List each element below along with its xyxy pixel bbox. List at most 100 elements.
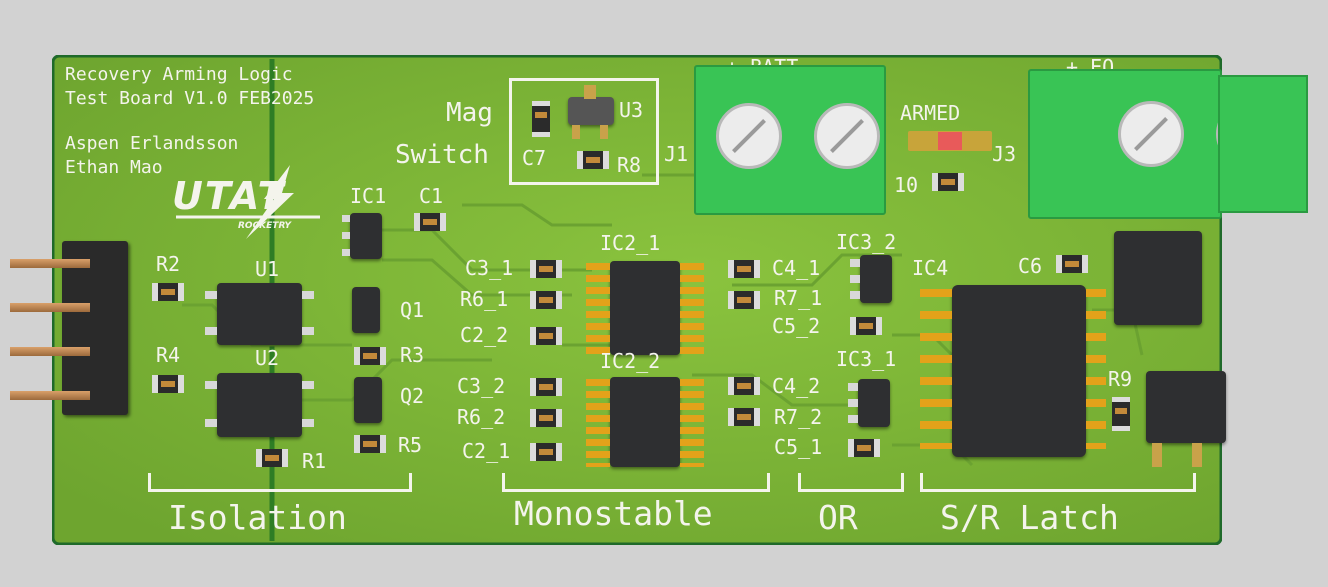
resistor-r7-2[interactable] (728, 408, 760, 426)
transistor-q1[interactable] (352, 287, 380, 333)
capacitor-c3-1[interactable] (530, 260, 562, 278)
ic2-2-chip[interactable] (610, 377, 680, 467)
pcb-board: Recovery Arming Logic Test Board V1.0 FE… (10, 55, 1308, 545)
isolation-bracket (148, 473, 412, 492)
mag-switch-outline (509, 78, 659, 185)
capacitor-c7[interactable] (532, 101, 550, 137)
resistor-r1[interactable] (256, 449, 288, 467)
c3-1-label: C3_1 (465, 256, 514, 280)
c4-1-label: C4_1 (772, 256, 821, 280)
capacitor-c2-1[interactable] (530, 443, 562, 461)
header-pin-3[interactable] (10, 347, 90, 356)
monostable-bracket (502, 473, 770, 492)
r3-label: R3 (400, 343, 425, 367)
ic3-2-label: IC3_2 (836, 230, 897, 254)
terminal-block-j3[interactable] (1028, 69, 1282, 219)
resistor-r6-2[interactable] (530, 409, 562, 427)
resistor-r6-1[interactable] (530, 291, 562, 309)
resistor-r5[interactable] (354, 435, 386, 453)
pin-header[interactable] (62, 241, 128, 415)
author-1: Aspen Erlandsson (65, 133, 239, 154)
section-or: OR (818, 498, 858, 537)
mag-label: Mag (446, 98, 493, 128)
r7-1-label: R7_1 (774, 286, 823, 310)
board-title-line2: Test Board V1.0 FEB2025 (65, 88, 315, 109)
ic2-1-chip[interactable] (610, 261, 680, 355)
q1-label: Q1 (400, 298, 425, 322)
capacitor-c3-2[interactable] (530, 378, 562, 396)
u2-label: U2 (255, 346, 280, 370)
board-title-line1: Recovery Arming Logic (65, 64, 293, 85)
r6-2-label: R6_2 (457, 405, 506, 429)
c4-2-label: C4_2 (772, 374, 821, 398)
c7-label: C7 (522, 146, 547, 170)
capacitor-c5-1[interactable] (848, 439, 880, 457)
optocoupler-u1[interactable] (217, 283, 302, 345)
j1-label: J1 (664, 142, 689, 166)
r5-label: R5 (398, 433, 423, 457)
j3-label: J3 (992, 142, 1017, 166)
resistor-r7-1[interactable] (728, 291, 760, 309)
c2-2-label: C2_2 (460, 323, 509, 347)
header-pin-2[interactable] (10, 303, 90, 312)
capacitor-c1[interactable] (414, 213, 446, 231)
u3-label: U3 (619, 98, 644, 122)
ic1-chip[interactable] (350, 213, 382, 259)
capacitor-c4-1[interactable] (728, 260, 760, 278)
header-pin-4[interactable] (10, 391, 90, 400)
section-isolation: Isolation (168, 498, 347, 537)
resistor-r10[interactable] (932, 173, 964, 191)
relay-chip[interactable] (1114, 231, 1202, 325)
ic2-1-right-pads (680, 263, 704, 355)
resistor-r2[interactable] (152, 283, 184, 301)
transistor-q2[interactable] (354, 377, 382, 423)
or-gate-ic3-1[interactable] (858, 379, 890, 427)
ic4-left-pads (920, 289, 952, 449)
resistor-r9[interactable] (1112, 397, 1130, 431)
latch-ic4[interactable] (952, 285, 1086, 457)
optocoupler-u2[interactable] (217, 373, 302, 437)
ic3-1-label: IC3_1 (836, 347, 897, 371)
r9-label: R9 (1108, 367, 1133, 391)
resistor-r3[interactable] (354, 347, 386, 365)
c1-label: C1 (419, 184, 444, 208)
terminal-block-j1[interactable] (694, 65, 886, 215)
capacitor-c6[interactable] (1056, 255, 1088, 273)
c5-1-label: C5_1 (774, 435, 823, 459)
screw-j3-1[interactable] (1118, 101, 1184, 167)
output-transistor[interactable] (1146, 371, 1226, 443)
section-monostable: Monostable (514, 494, 713, 533)
mag-switch-u3[interactable] (568, 97, 614, 125)
latch-bracket (920, 473, 1196, 492)
resistor-r4[interactable] (152, 375, 184, 393)
ic1-label: IC1 (350, 184, 387, 208)
r4-label: R4 (156, 343, 181, 367)
ic2-1-left-pads (586, 263, 610, 355)
or-gate-ic3-2[interactable] (860, 255, 892, 303)
c5-2-label: C5_2 (772, 314, 821, 338)
ic2-2-right-pads (680, 379, 704, 467)
c3-2-label: C3_2 (457, 374, 506, 398)
ic4-label: IC4 (912, 256, 949, 280)
capacitor-c2-2[interactable] (530, 327, 562, 345)
screw-j1-1[interactable] (716, 103, 782, 169)
switch-label: Switch (395, 140, 489, 170)
capacitor-c4-2[interactable] (728, 377, 760, 395)
armed-led[interactable] (908, 131, 992, 151)
led-lens (938, 132, 962, 150)
u1-label: U1 (255, 257, 280, 281)
terminal-block-j3-side (1218, 75, 1308, 213)
ic2-2-left-pads (586, 379, 610, 467)
ic2-1-label: IC2_1 (600, 231, 661, 255)
header-pin-1[interactable] (10, 259, 90, 268)
c6-label: C6 (1018, 254, 1043, 278)
screw-j1-2[interactable] (814, 103, 880, 169)
or-bracket (798, 473, 904, 492)
c2-1-label: C2_1 (462, 439, 511, 463)
utat-rocketry-logo: UTAT ROCKETRY (170, 165, 330, 245)
r2-label: R2 (156, 252, 181, 276)
resistor-r8[interactable] (577, 151, 609, 169)
capacitor-c5-2[interactable] (850, 317, 882, 335)
section-latch: S/R Latch (940, 498, 1119, 537)
r6-1-label: R6_1 (460, 287, 509, 311)
